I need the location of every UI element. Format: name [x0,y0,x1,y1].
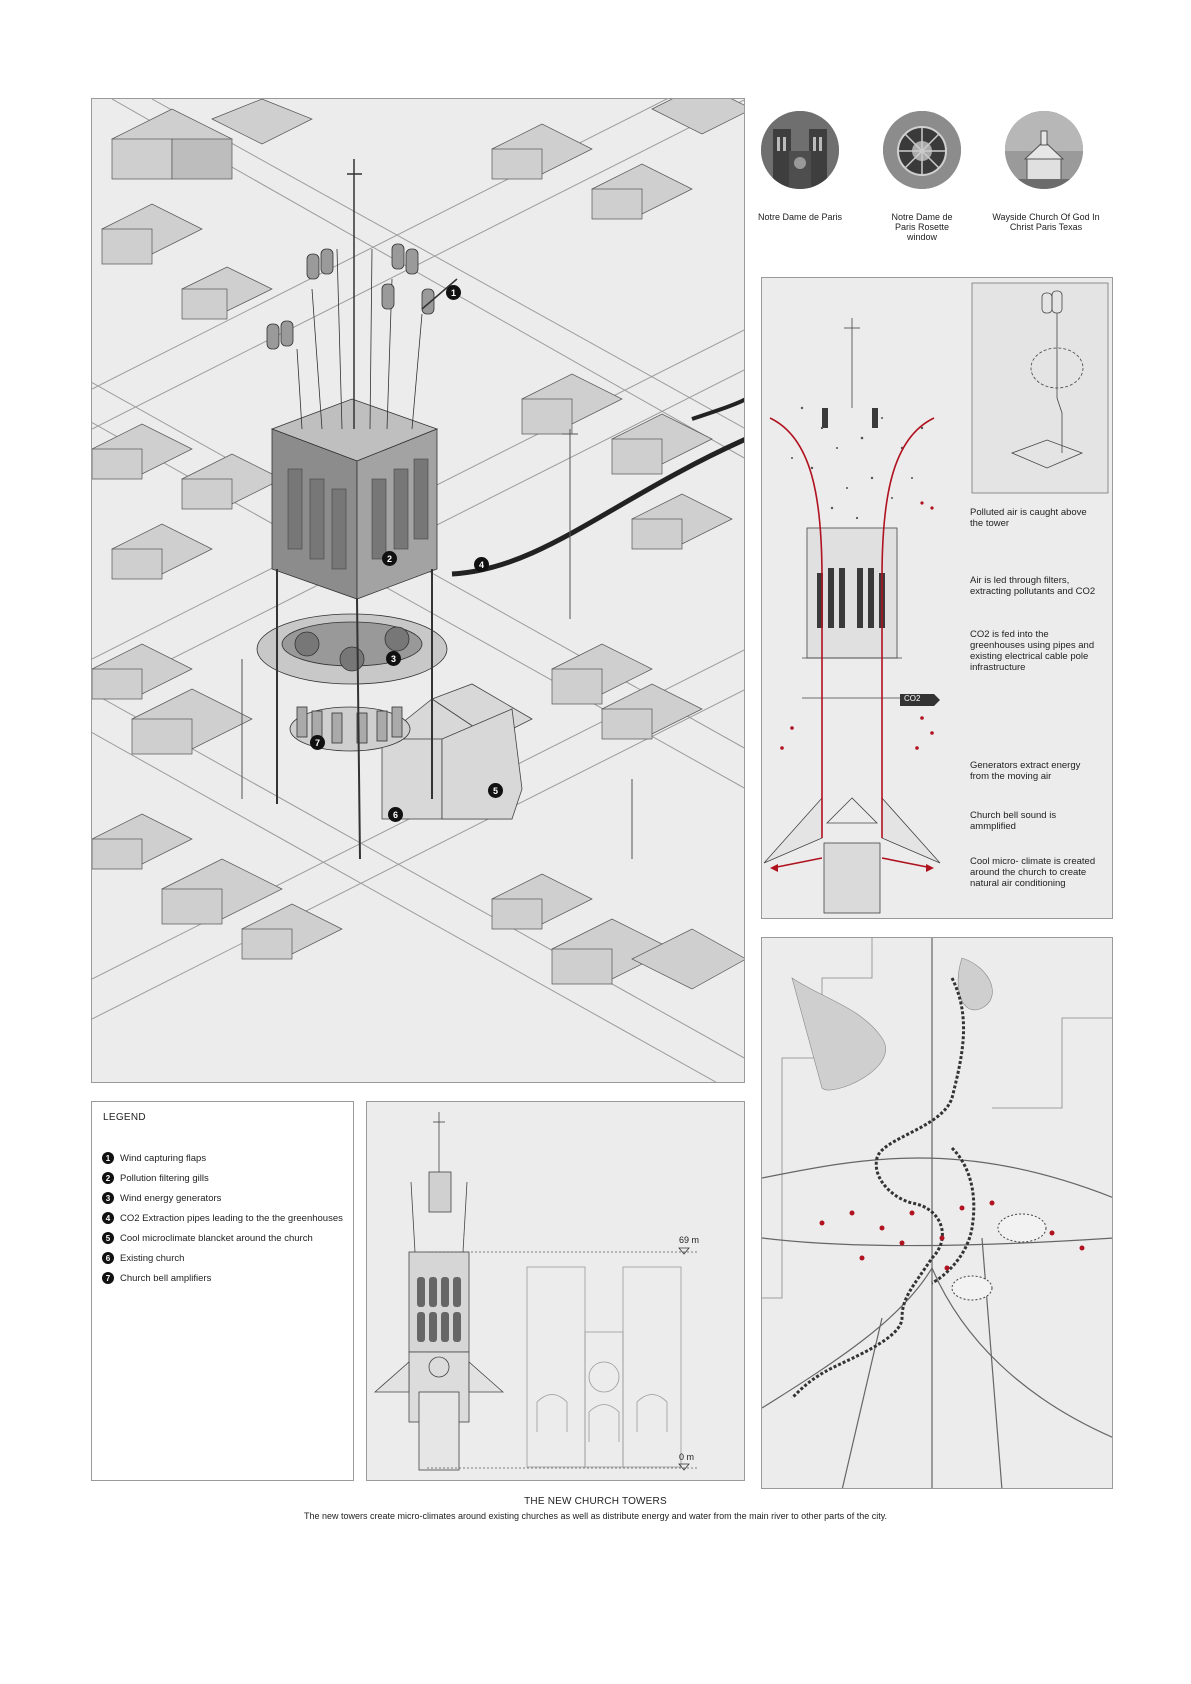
tower-section-diagram: CO2 Polluted air is caught above the tow… [761,277,1113,919]
legend-item: 7 Church bell amplifiers [102,1272,211,1284]
marker-2: 2 [382,551,397,566]
elevation-linework [373,1112,697,1471]
legend-number: 5 [102,1232,114,1244]
legend-label: Pollution filtering gills [120,1172,209,1184]
level-0m: 0 m [679,1452,695,1462]
caption-title: THE NEW CHURCH TOWERS [524,1496,667,1507]
legend-label: CO2 Extraction pipes leading to the the … [120,1212,343,1224]
annotation-generators: Generators extract energy from the movin… [970,760,1081,782]
marker-4: 4 [474,557,489,572]
legend-number: 2 [102,1172,114,1184]
marker-1: 1 [446,285,461,300]
legend-label: Wind capturing flaps [120,1152,207,1164]
legend-item: 4 CO2 Extraction pipes leading to the th… [102,1212,343,1224]
marker-5: 5 [488,783,503,798]
marker-7: 7 [310,735,325,750]
city-map [761,937,1113,1489]
wayside-church-caption: Wayside Church Of God In Christ Paris Te… [992,212,1100,232]
rosette-window-photo [883,111,961,189]
legend-number: 3 [102,1192,114,1204]
level-69m: 69 m [679,1235,700,1245]
map-linework [762,938,1112,1488]
marker-6: 6 [388,807,403,822]
legend-number: 7 [102,1272,114,1284]
annotation-filters: Air is led through filters, extracting p… [970,575,1096,597]
legend-item: 1 Wind capturing flaps [102,1152,206,1164]
marker-3: 3 [386,651,401,666]
axonometric-drawing: 1 2 3 4 5 6 7 [91,98,745,1083]
legend-panel: LEGEND 1 Wind capturing flaps 2 Pollutio… [91,1101,354,1481]
legend-number: 6 [102,1252,114,1264]
legend-number: 1 [102,1152,114,1164]
legend-label: Existing church [120,1252,185,1264]
notre-dame-caption: Notre Dame de Paris [757,212,843,222]
legend-item: 3 Wind energy generators [102,1192,221,1204]
axonometric-linework [92,99,744,1082]
annotation-microclimate: Cool micro- climate is created around th… [970,856,1096,889]
legend-number: 4 [102,1212,114,1224]
wayside-church-photo [1005,111,1083,189]
rosette-window-caption: Notre Dame de Paris Rosette window [891,212,953,242]
caption-text: The new towers create micro-climates aro… [303,1511,888,1521]
legend-item: 5 Cool microclimate blancket around the … [102,1232,313,1244]
legend-item: 2 Pollution filtering gills [102,1172,209,1184]
section-linework [763,282,1109,914]
legend-label: Cool microclimate blancket around the ch… [120,1232,313,1244]
legend-title: LEGEND [103,1112,146,1123]
legend-label: Wind energy generators [120,1192,222,1204]
annotation-polluted-air: Polluted air is caught above the tower [970,507,1087,529]
annotation-co2-greenhouses: CO2 is fed into the greenhouses using pi… [970,629,1095,673]
elevation-comparison: 69 m 0 m [366,1101,745,1481]
legend-item: 6 Existing church [102,1252,184,1264]
notre-dame-photo [761,111,839,189]
annotation-bell: Church bell sound is ammplified [970,810,1057,832]
co2-tag-label: CO2 [904,694,921,703]
legend-label: Church bell amplifiers [120,1272,212,1284]
